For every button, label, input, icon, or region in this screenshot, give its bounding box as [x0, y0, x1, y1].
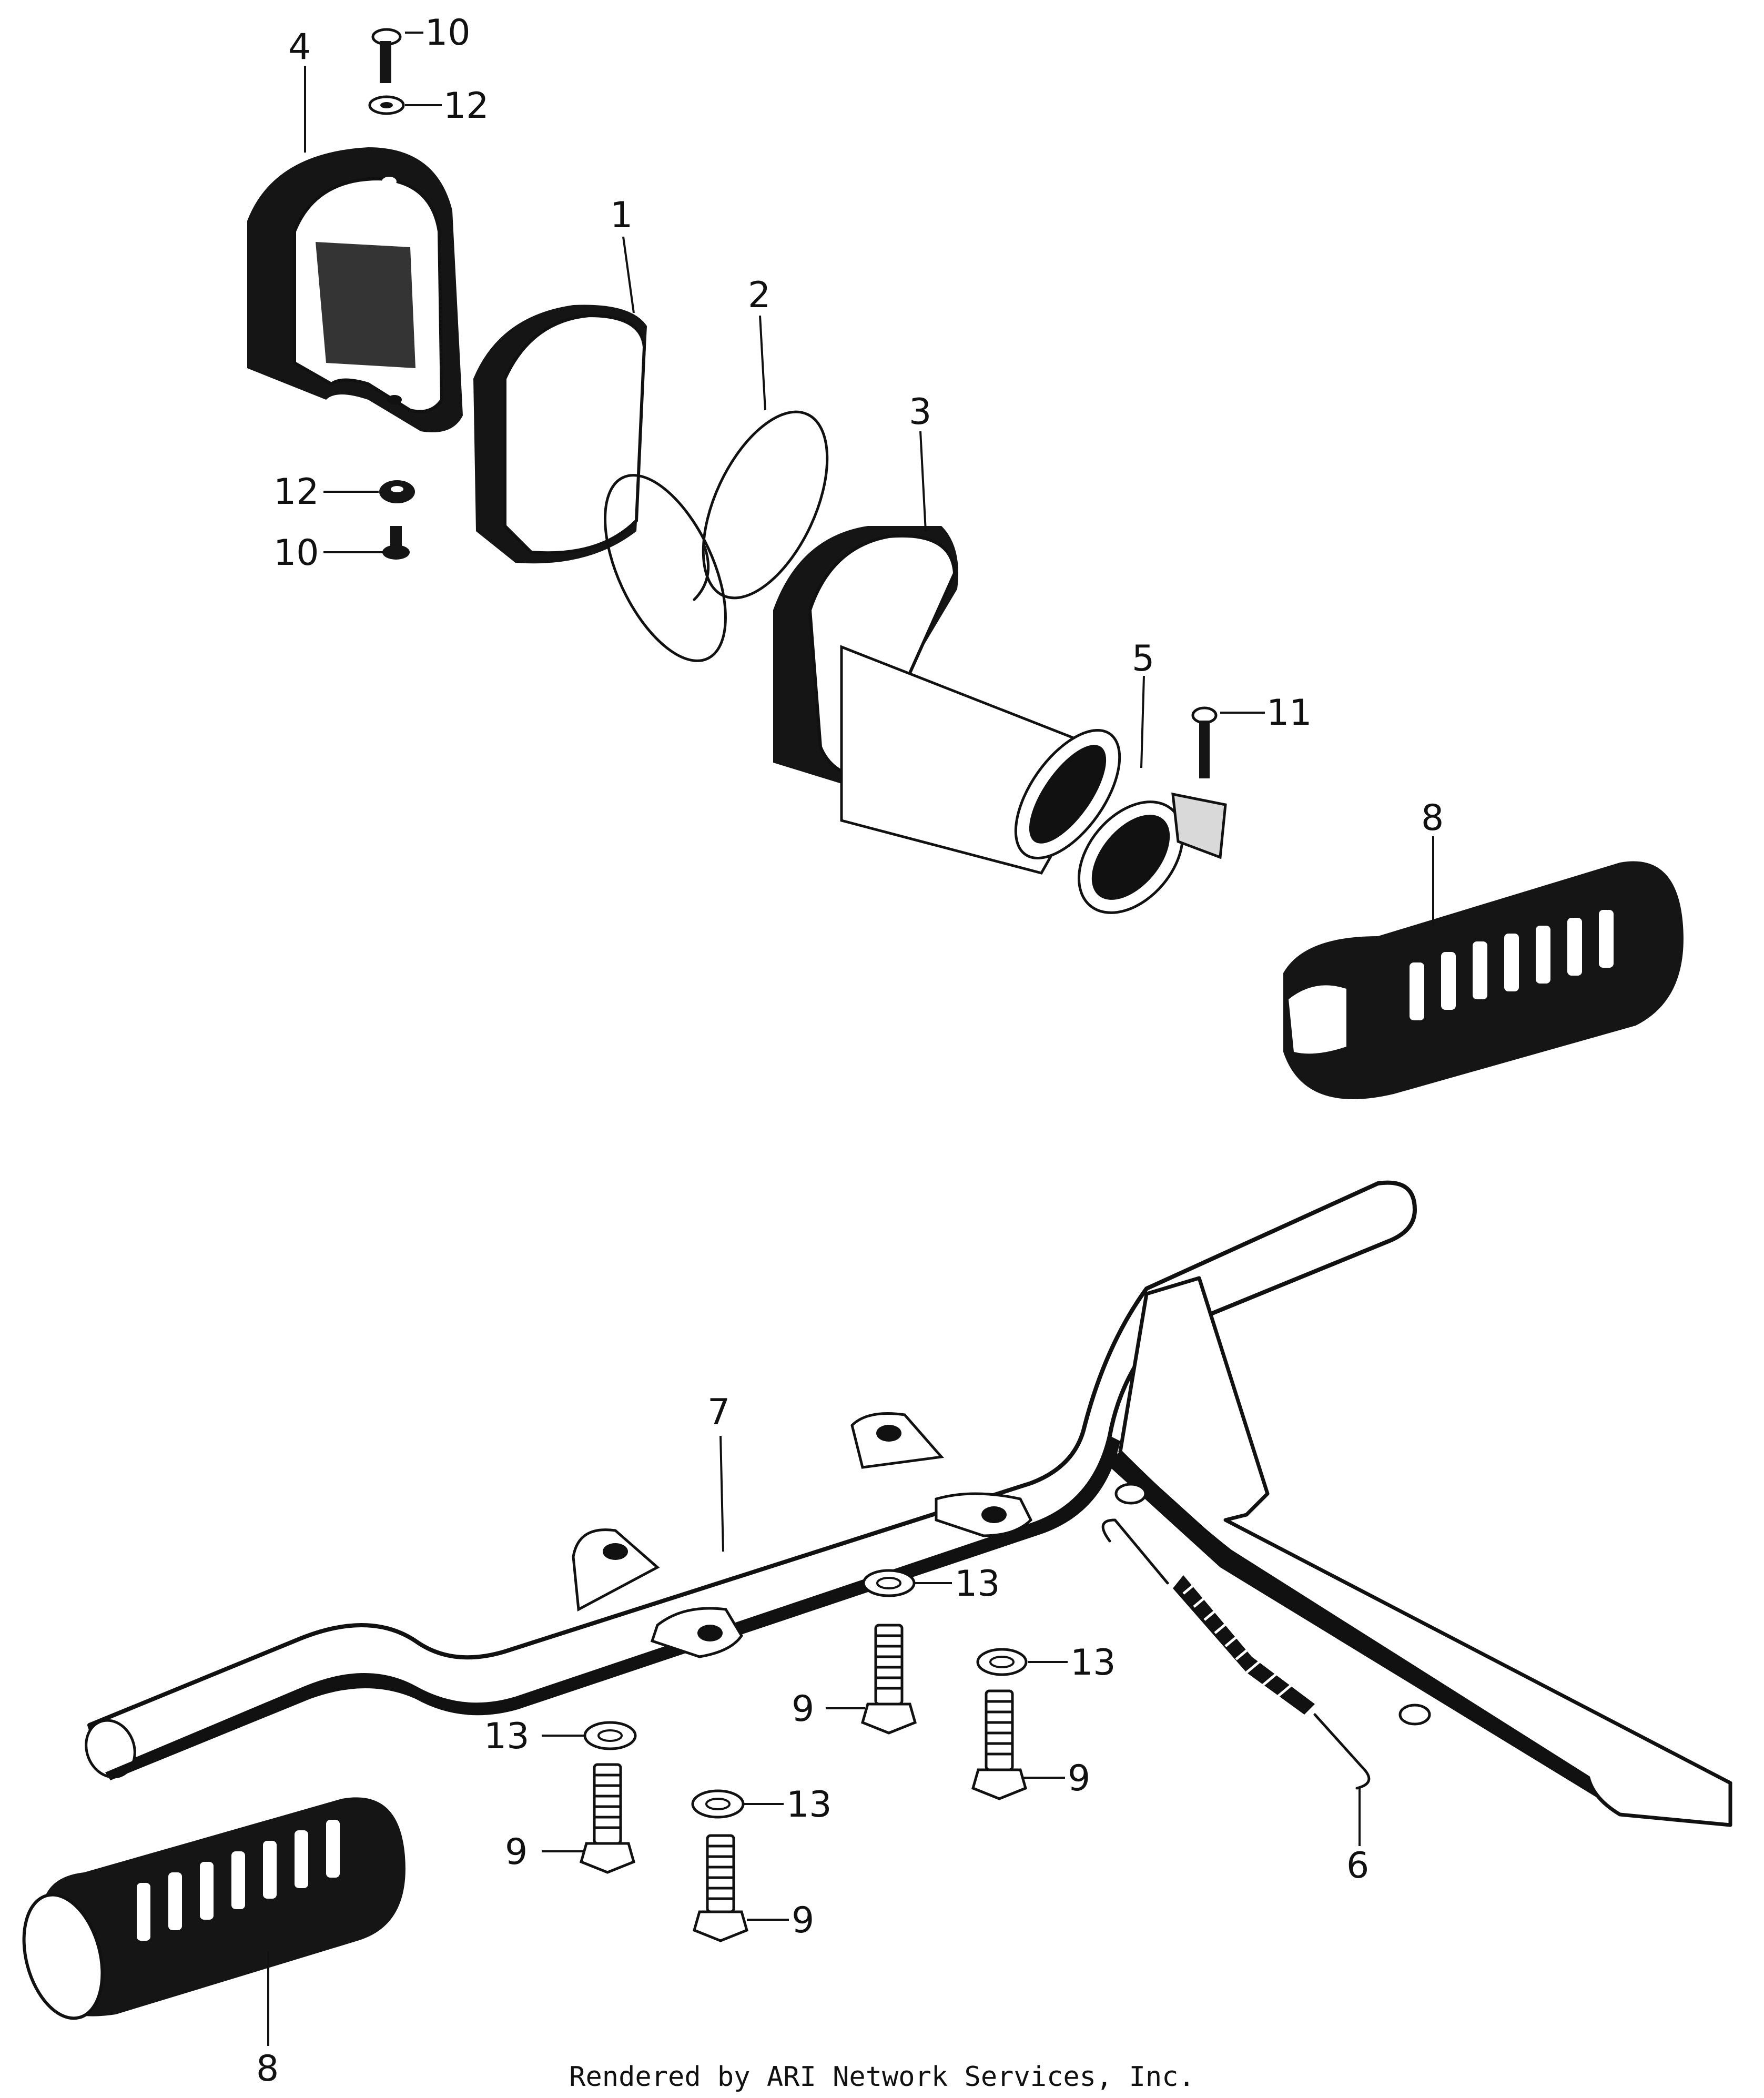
washer-part-13-a: [862, 1569, 916, 1597]
callout-1: 1: [610, 195, 633, 236]
callout-5: 5: [1132, 638, 1154, 680]
footpeg-rubber-part-8-right: [1283, 861, 1684, 1099]
callout-12-top: 12: [443, 85, 489, 127]
reflector-base-part-3: [773, 526, 1121, 875]
screw-part-10-lower: [382, 526, 410, 560]
bolt-part-9-a: [860, 1624, 917, 1735]
leader-lines: [267, 32, 1434, 2046]
washer-part-13-c: [583, 1721, 637, 1750]
footer-credit: Rendered by ARI Network Services, Inc.: [569, 2061, 1195, 2093]
callout-9-b: 9: [1068, 1758, 1090, 1799]
callout-9-d: 9: [792, 1900, 814, 1941]
washer-part-12-top: [368, 95, 405, 115]
callout-2: 2: [748, 275, 771, 316]
screw-part-10-top: [371, 28, 402, 83]
callout-7: 7: [707, 1392, 730, 1433]
nut-part-12-lower: [379, 480, 415, 503]
callout-8-right: 8: [1421, 797, 1444, 839]
callout-9-c: 9: [505, 1831, 528, 1873]
bolt-part-9-d: [692, 1834, 749, 1942]
screw-part-11: [1191, 706, 1218, 778]
callout-9-a: 9: [792, 1688, 814, 1730]
gasket-part-2: [604, 410, 829, 662]
callout-3: 3: [909, 391, 931, 433]
bolt-part-9-c: [579, 1763, 636, 1874]
clamp-part-5: [1077, 792, 1227, 914]
callout-6: 6: [1346, 1845, 1369, 1887]
callout-10-top: 10: [425, 12, 471, 54]
spring-part-6: [1101, 1518, 1371, 1790]
step-bar-part-7: [85, 1180, 1732, 1827]
callout-13-d: 13: [786, 1784, 832, 1826]
callout-11: 11: [1266, 692, 1312, 734]
reflector-lens-part-1: [473, 305, 647, 564]
reflector-housing-part-4: [247, 147, 463, 432]
callout-8-left: 8: [256, 2048, 279, 2090]
footpeg-rubber-part-8-left: [22, 1797, 405, 2020]
callout-labels: 4 10 12 1 2 3 12 10 5 11 8 7 13 13 13 13…: [256, 12, 1444, 2090]
callout-13-a: 13: [955, 1563, 1000, 1605]
bolt-part-9-b: [971, 1689, 1028, 1800]
washer-part-13-b: [976, 1648, 1028, 1676]
callout-4: 4: [288, 26, 311, 68]
callout-13-b: 13: [1070, 1642, 1116, 1684]
callout-12-lower: 12: [273, 471, 319, 513]
washer-part-13-d: [691, 1789, 745, 1819]
callout-13-c: 13: [484, 1716, 530, 1757]
callout-10-lower: 10: [273, 532, 319, 574]
